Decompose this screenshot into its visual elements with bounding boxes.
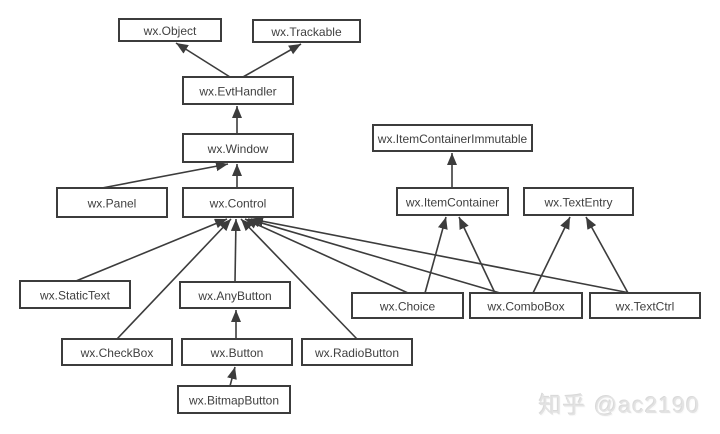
node-panel-label: wx.Panel	[87, 197, 137, 211]
class-boxes: wx.Object wx.Trackable wx.EvtHandler wx.Win…	[19, 18, 701, 414]
node-bitmapbutton: wx.BitmapButton	[177, 385, 291, 414]
node-textctrl-box	[589, 292, 701, 319]
node-textentry-box	[523, 187, 634, 216]
watermark-text: 知乎 @ac2190	[538, 392, 700, 418]
node-object-box	[118, 18, 222, 42]
node-panel-box	[56, 187, 168, 218]
edge-choice-to-itemcontainer	[424, 216, 448, 294]
node-itemcontainerimmutable-label: wx.ItemContainerImmutable	[377, 132, 528, 146]
node-textentry: wx.TextEntry	[523, 187, 634, 216]
node-checkbox: wx.CheckBox	[61, 338, 173, 366]
node-button-label: wx.Button	[210, 346, 264, 360]
node-statictext-box	[19, 280, 131, 309]
node-anybutton-box	[179, 281, 291, 309]
node-itemcontainerimmutable-box	[372, 124, 533, 152]
node-choice: wx.Choice	[351, 292, 464, 319]
inheritance-arrows	[75, 42, 631, 387]
edge-choice-to-control	[244, 218, 409, 294]
node-window-box	[182, 133, 294, 163]
node-radiobutton: wx.RadioButton	[301, 338, 413, 366]
node-object-label: wx.Object	[143, 24, 197, 38]
node-trackable-box	[252, 19, 361, 43]
node-trackable-label: wx.Trackable	[270, 25, 342, 39]
edge-combobox-to-control	[247, 217, 501, 294]
node-window: wx.Window	[182, 133, 294, 163]
node-button-box	[181, 338, 293, 366]
node-evthandler-box	[182, 76, 294, 105]
node-combobox: wx.ComboBox	[469, 292, 583, 319]
edge-bitmapbutton-to-button	[227, 366, 237, 387]
node-checkbox-box	[61, 338, 173, 366]
node-radiobutton-label: wx.RadioButton	[314, 346, 399, 360]
edge-checkbox-to-control	[116, 218, 232, 340]
node-textentry-label: wx.TextEntry	[543, 196, 612, 210]
edge-combobox-to-textentry	[532, 216, 571, 294]
node-combobox-label: wx.ComboBox	[486, 300, 564, 314]
edge-evthandler-to-trackable	[242, 43, 302, 78]
node-control-box	[182, 187, 294, 218]
node-control-label: wx.Control	[209, 197, 267, 211]
node-anybutton: wx.AnyButton	[179, 281, 291, 309]
node-checkbox-label: wx.CheckBox	[80, 346, 154, 360]
edge-panel-to-window	[101, 161, 229, 189]
node-radiobutton-box	[301, 338, 413, 366]
edge-combobox-to-itemcontainer	[458, 216, 496, 294]
node-bitmapbutton-box	[177, 385, 291, 414]
edge-anybutton-to-control	[230, 218, 241, 283]
node-evthandler: wx.EvtHandler	[182, 76, 294, 105]
node-statictext: wx.StaticText	[19, 280, 131, 309]
node-object: wx.Object	[118, 18, 222, 42]
node-choice-box	[351, 292, 464, 319]
node-itemcontainer-label: wx.ItemContainer	[405, 196, 499, 210]
node-choice-label: wx.Choice	[379, 300, 436, 314]
node-button: wx.Button	[181, 338, 293, 366]
node-statictext-label: wx.StaticText	[39, 289, 111, 303]
edge-statictext-to-control	[75, 218, 228, 282]
node-evthandler-label: wx.EvtHandler	[198, 85, 276, 99]
node-anybutton-label: wx.AnyButton	[197, 289, 271, 303]
edge-evthandler-to-object	[175, 42, 231, 78]
edge-textctrl-to-textentry	[585, 216, 629, 294]
node-bitmapbutton-label: wx.BitmapButton	[188, 394, 279, 408]
node-combobox-box	[469, 292, 583, 319]
edge-radiobutton-to-control	[240, 218, 358, 340]
node-control: wx.Control	[182, 187, 294, 218]
node-itemcontainer: wx.ItemContainer	[396, 187, 509, 216]
node-trackable: wx.Trackable	[252, 19, 361, 43]
node-itemcontainer-box	[396, 187, 509, 216]
edge-textctrl-to-control	[250, 216, 631, 294]
node-window-label: wx.Window	[207, 142, 269, 156]
node-itemcontainerimmutable: wx.ItemContainerImmutable	[372, 124, 533, 152]
node-textctrl: wx.TextCtrl	[589, 292, 701, 319]
node-panel: wx.Panel	[56, 187, 168, 218]
node-textctrl-label: wx.TextCtrl	[615, 300, 675, 314]
